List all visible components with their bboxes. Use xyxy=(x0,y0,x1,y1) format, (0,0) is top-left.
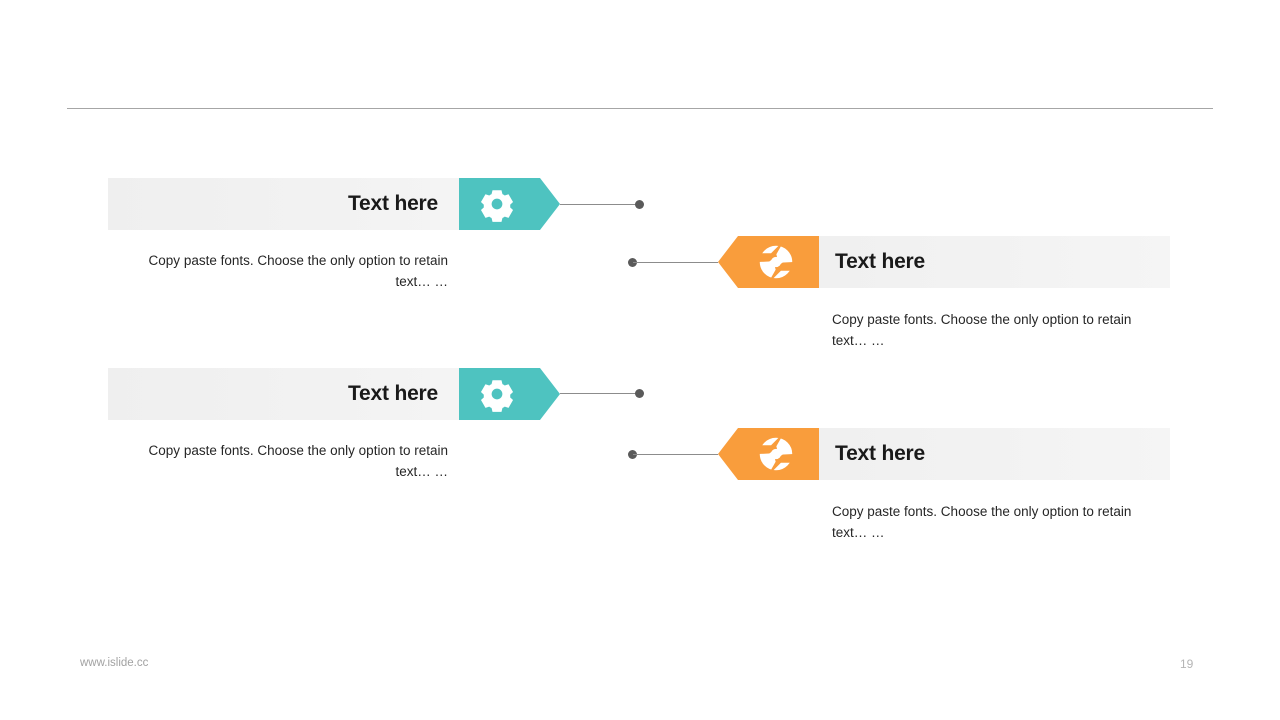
connector-dot-right-2 xyxy=(628,450,637,459)
footer-url[interactable]: www.islide.cc xyxy=(80,657,149,669)
item-body-left-2: Copy paste fonts. Choose the only option… xyxy=(148,443,448,479)
connector-dot-left-2 xyxy=(635,389,644,398)
connector-line-left-1 xyxy=(560,204,639,205)
item-icon-tag-right-1[interactable] xyxy=(718,236,819,288)
aperture-icon xyxy=(756,242,796,282)
item-title-left-2: Text here xyxy=(347,382,438,405)
item-title-left-1: Text here xyxy=(347,192,438,215)
item-body-left-1: Copy paste fonts. Choose the only option… xyxy=(148,253,448,289)
item-body-right-2: Copy paste fonts. Choose the only option… xyxy=(832,504,1132,540)
connector-line-left-2 xyxy=(560,393,639,394)
item-icon-tag-left-1[interactable] xyxy=(459,178,560,230)
connector-line-right-2 xyxy=(633,454,718,455)
connector-dot-right-1 xyxy=(628,258,637,267)
gear-icon xyxy=(477,374,517,414)
item-icon-tag-right-2[interactable] xyxy=(718,428,819,480)
item-bar-right-1[interactable]: Text here xyxy=(819,236,1170,288)
item-bar-left-1[interactable]: Text here xyxy=(108,178,460,230)
aperture-icon xyxy=(756,434,796,474)
item-title-right-2: Text here xyxy=(835,442,926,465)
connector-line-right-1 xyxy=(633,262,718,263)
item-icon-tag-left-2[interactable] xyxy=(459,368,560,420)
item-body-right-1: Copy paste fonts. Choose the only option… xyxy=(832,312,1132,348)
connector-dot-left-1 xyxy=(635,200,644,209)
item-bar-right-2[interactable]: Text here xyxy=(819,428,1170,480)
header-divider xyxy=(67,108,1213,109)
gear-icon xyxy=(477,184,517,224)
item-bar-left-2[interactable]: Text here xyxy=(108,368,460,420)
item-title-right-1: Text here xyxy=(835,250,926,273)
page-number: 19 xyxy=(1180,657,1194,671)
